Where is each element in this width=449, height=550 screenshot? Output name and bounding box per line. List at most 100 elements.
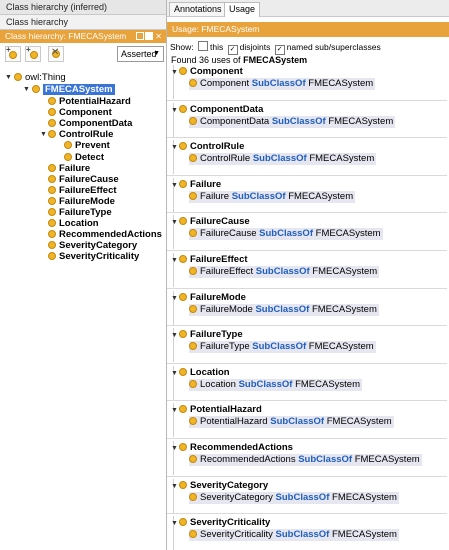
collapse-icon[interactable]: ▼: [171, 294, 178, 302]
axiom-target: FMECASystem: [308, 341, 374, 353]
close-icon[interactable]: ✕: [155, 32, 162, 41]
tree-line: [173, 365, 174, 400]
subclass-axiom[interactable]: ControlRule SubClassOf FMECASystem: [189, 153, 377, 166]
subclass-axiom[interactable]: ComponentData SubClassOf FMECASystem: [189, 115, 396, 128]
subclass-axiom[interactable]: SeverityCategory SubClassOf FMECASystem: [189, 491, 399, 504]
axiom-subject: RecommendedActions: [200, 454, 296, 465]
axiom-keyword: SubClassOf: [259, 228, 313, 240]
tree-line: [173, 253, 174, 287]
collapse-icon[interactable]: ▼: [171, 106, 178, 114]
collapse-icon[interactable]: ▼: [171, 144, 178, 152]
subclass-axiom[interactable]: Location SubClassOf FMECASystem: [189, 378, 362, 391]
tab-class-hierarchy[interactable]: Class hierarchy: [0, 15, 166, 30]
class-icon: [179, 518, 187, 527]
entry-separator: [167, 325, 447, 327]
add-sibling-icon: [30, 51, 38, 59]
tree-line: [173, 478, 174, 513]
disjoints-checkbox[interactable]: ✓: [227, 45, 238, 55]
tree-item-failuremode[interactable]: FailureMode: [48, 196, 115, 208]
tree-item-failureeffect[interactable]: FailureEffect: [48, 185, 117, 197]
axiom-target: FMECASystem: [312, 266, 378, 277]
usage-panel: Annotations Usage Usage: FMECASystem Sho…: [167, 0, 449, 550]
subclass-axiom[interactable]: RecommendedActions SubClassOf FMECASyste…: [189, 454, 422, 466]
usage-header: Usage: FMECASystem: [167, 22, 449, 37]
subclass-axiom[interactable]: Component SubClassOf FMECASystem: [189, 78, 376, 90]
tree-item-owl-thing[interactable]: owl:Thing: [14, 72, 66, 84]
usage-entry-title: FailureCause: [190, 216, 250, 228]
tab-class-hierarchy-inferred[interactable]: Class hierarchy (inferred): [0, 0, 166, 15]
tree-item-severitycategory[interactable]: SeverityCategory: [48, 240, 137, 252]
add-sibling-button[interactable]: +: [25, 45, 41, 62]
subclass-axiom[interactable]: FailureMode SubClassOf FMECASystem: [189, 303, 379, 316]
class-icon: [189, 342, 197, 351]
tree-item-failuretype[interactable]: FailureType: [48, 207, 112, 219]
hierarchy-mode-dropdown[interactable]: Asserted ▼: [117, 46, 164, 62]
class-icon: [189, 455, 197, 463]
subclass-axiom[interactable]: SeverityCriticality SubClassOf FMECASyst…: [189, 529, 399, 542]
axiom-subject: FailureCause: [200, 228, 257, 240]
class-icon: [48, 219, 56, 227]
named-subsuperclasses-checkbox[interactable]: ✓: [274, 45, 285, 55]
collapse-icon[interactable]: ▼: [5, 74, 12, 81]
collapse-icon[interactable]: ▼: [171, 369, 178, 377]
collapse-icon[interactable]: ▼: [23, 86, 30, 93]
class-icon: [179, 330, 187, 339]
chevron-down-icon: ▼: [153, 50, 160, 57]
tree-item-componentdata[interactable]: ComponentData: [48, 118, 132, 130]
subclass-axiom[interactable]: FailureCause SubClassOf FMECASystem: [189, 228, 383, 241]
tab-annotations[interactable]: Annotations: [169, 2, 227, 16]
collapse-icon[interactable]: ▼: [171, 181, 178, 189]
subclass-axiom[interactable]: Failure SubClassOf FMECASystem: [189, 190, 356, 203]
this-checkbox[interactable]: [198, 41, 208, 51]
tree-item-controlrule[interactable]: ControlRule: [48, 129, 113, 141]
collapse-icon[interactable]: ▼: [40, 131, 47, 138]
tree-item-severitycriticality[interactable]: SeverityCriticality: [48, 251, 139, 263]
tab-usage[interactable]: Usage: [224, 2, 261, 17]
axiom-keyword: SubClassOf: [251, 78, 306, 89]
subclass-axiom[interactable]: FailureEffect SubClassOf FMECASystem: [189, 266, 380, 278]
collapse-icon[interactable]: ▼: [171, 445, 178, 452]
subclass-axiom[interactable]: PotentialHazard SubClassOf FMECASystem: [189, 416, 394, 429]
tree-item-failure[interactable]: Failure: [48, 163, 90, 175]
tree-item-potentialhazard[interactable]: PotentialHazard: [48, 96, 131, 108]
collapse-icon[interactable]: ▼: [171, 332, 178, 340]
collapse-icon[interactable]: ▼: [171, 219, 178, 227]
entry-separator: [167, 137, 447, 139]
collapse-icon[interactable]: ▼: [171, 69, 178, 76]
class-hierarchy-toolbar: + + ✕ Asserted ▼: [0, 43, 166, 65]
dock-icon[interactable]: [145, 32, 153, 40]
subclass-axiom[interactable]: FailureType SubClassOf FMECASystem: [189, 341, 376, 354]
tree-item-prevent[interactable]: Prevent: [64, 140, 110, 152]
collapse-icon[interactable]: ▼: [171, 520, 178, 528]
tree-item-detect[interactable]: Detect: [64, 152, 104, 164]
tree-item-recommendedactions[interactable]: RecommendedActions: [48, 229, 162, 241]
class-icon: [48, 108, 56, 116]
window-icon[interactable]: [136, 32, 144, 40]
tree-item-failurecause[interactable]: FailureCause: [48, 174, 119, 186]
add-subclass-button[interactable]: +: [5, 45, 21, 62]
axiom-subject: PotentialHazard: [200, 416, 268, 428]
tree-item-component[interactable]: Component: [48, 107, 112, 119]
class-icon: [48, 130, 56, 138]
class-icon: [48, 97, 56, 105]
collapse-icon[interactable]: ▼: [171, 482, 178, 490]
collapse-icon[interactable]: ▼: [171, 257, 178, 264]
class-tree: ▼ owl:Thing ▼ FMECASystem PotentialHazar…: [0, 72, 166, 272]
tree-item-fmecasystem[interactable]: FMECASystem: [32, 84, 115, 96]
collapse-icon[interactable]: ▼: [171, 407, 178, 415]
tree-item-location[interactable]: Location: [48, 218, 99, 230]
delete-class-button[interactable]: ✕: [48, 46, 64, 62]
